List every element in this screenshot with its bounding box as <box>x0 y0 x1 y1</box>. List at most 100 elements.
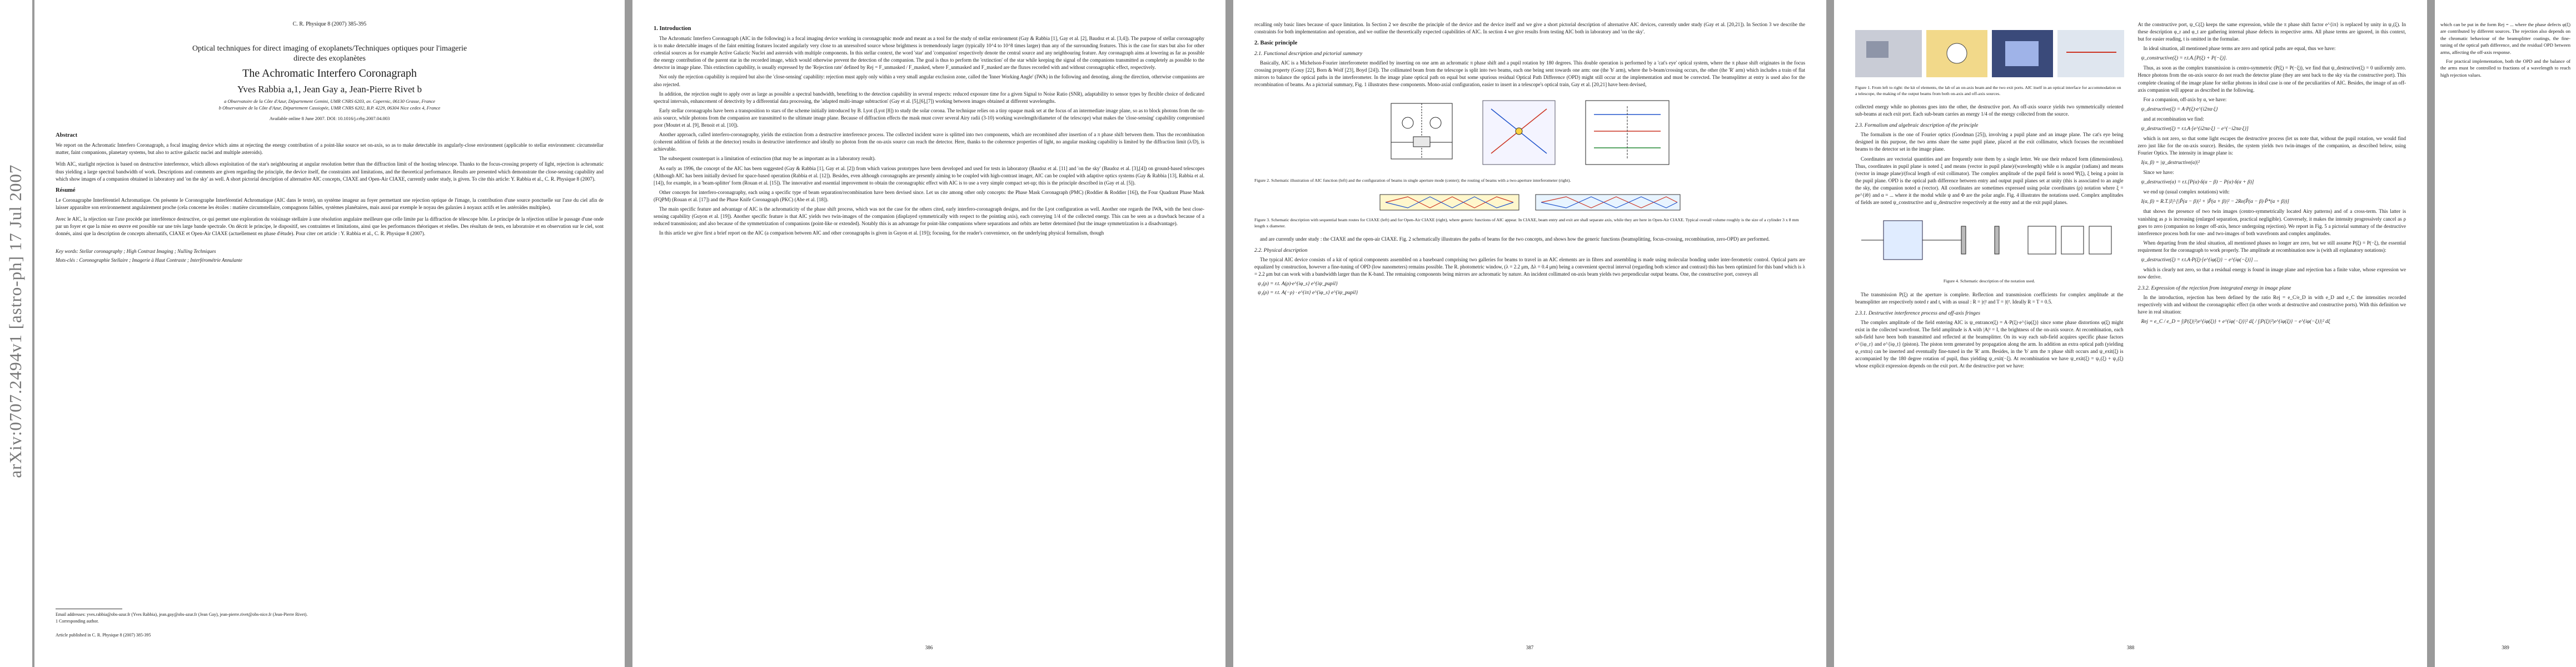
subsection-heading: 2.3.2. Expression of the rejection from … <box>2137 285 2291 292</box>
subsection-heading: 2.2. Physical description <box>1254 247 1308 254</box>
figure-2-caption: Figure 2. Schematic illustration of AIC … <box>1254 177 1571 183</box>
subsection-heading: 2.3. Formalism and algebraic description… <box>1855 122 1979 129</box>
issue-title: Optical techniques for direct imaging of… <box>192 44 467 63</box>
exit-pupil-plane <box>1961 226 1966 255</box>
image-plane-panel <box>2089 226 2112 255</box>
body-paragraph: Basically, AIC is a Michelson-Fourier in… <box>1254 60 1805 88</box>
body-paragraph: When departing from the ideal situation,… <box>2137 240 2406 253</box>
body-paragraph: The formalism is the one of Fourier opti… <box>1855 132 2124 152</box>
aic-block <box>1883 220 1923 260</box>
body-paragraph: In addition, the rejection ought to appl… <box>654 91 1204 104</box>
body-paragraph: Coordinates are vectorial quantities and… <box>1855 156 2124 206</box>
figure-4-caption: Figure 4. Schematic description of the n… <box>1943 278 2035 284</box>
equation: ψ₁(ρ) = r.t. A(ρ)·e^{iφ_s} e^{iψ_pupil} <box>1258 281 1338 287</box>
body-paragraph: In the introduction, rejection has been … <box>2137 295 2406 315</box>
body-paragraph: For a companion, off-axis by α, we have: <box>2143 96 2227 102</box>
body-paragraph: As early as 1996, the concept of the AIC… <box>654 165 1204 186</box>
body-paragraph: we end up (usual complex notations) with… <box>2143 189 2230 195</box>
figure-2-aic-schematic <box>1391 100 1669 165</box>
body-paragraph: and are currently under study : the CIAX… <box>1260 236 1770 242</box>
page-number: 388 <box>2126 645 2135 650</box>
body-paragraph: Another approach, called interfero-coron… <box>654 132 1204 152</box>
body-paragraph: that shows the presence of two twin imag… <box>2137 208 2406 236</box>
section-heading: 1. Introduction <box>654 26 691 32</box>
abstract-heading: Abstract <box>56 132 78 139</box>
body-paragraph: The main specific feature and advantage … <box>654 206 1204 227</box>
body-paragraph: Other concepts for interfero-coronagraph… <box>654 189 1204 202</box>
resume-heading: Résumé <box>56 187 76 193</box>
column-left: Figure 1. From left to right: the kit of… <box>1855 21 2124 372</box>
body-paragraph: Thus, as soon as the complex transmissio… <box>2137 65 2406 93</box>
body-paragraph: which can be put in the form Rej = ... w… <box>2440 22 2570 55</box>
arxiv-identifier: arXiv:0707.2494v1 [astro-ph] 17 Jul 2007 <box>6 164 25 478</box>
body-paragraph: Early stellar coronagraphs have been a t… <box>654 107 1204 128</box>
equation: ψ_destructive(ξ) = r.t.A·P(ξ)·[e^{iφ(ξ)}… <box>2141 257 2259 263</box>
equation: I(α, β) = R.T.|I|²·[|P̃(α − β)|² + |P̃(α… <box>2141 199 2289 205</box>
body-paragraph: In this article we give first a brief re… <box>659 230 1104 236</box>
page-number: 386 <box>925 645 933 650</box>
footnote-citation: Article published in C. R. Physique 8 (2… <box>56 632 151 638</box>
resume-paragraph: Avec le AIC, la réjection sur l'axe proc… <box>56 216 604 236</box>
body-paragraph: The subsequent counterpart is a limitati… <box>659 156 876 162</box>
ciaxe-diagram <box>1379 194 1519 211</box>
figure-1-caption: Figure 1. From left to right: the kit of… <box>1855 85 2121 96</box>
author-list: Yves Rabbia a,1, Jean Gay a, Jean-Pierre… <box>237 84 422 95</box>
equation: ψ_destructive(ξ) = r.t.A·[e^{i2πα·ξ} − e… <box>2141 126 2249 132</box>
section-heading: 2. Basic principle <box>1254 40 1298 47</box>
footnote-emails: Email addresses: yves.rabbia@obs-azur.fr… <box>56 612 308 618</box>
journal-header: C. R. Physique 8 (2007) 385-395 <box>292 21 367 27</box>
equation: ψ_destructive(α) = r.t.[P(α)·δ(α − β) − … <box>2141 180 2254 186</box>
body-paragraph: which is not zero, so that some light es… <box>2137 135 2406 156</box>
paper-page-2: 1. Introduction The Achromatic Interfero… <box>632 0 1225 667</box>
arxiv-sidebar: arXiv:0707.2494v1 [astro-ph] 17 Jul 2007 <box>0 0 32 667</box>
subsection-heading: 2.1. Functional description and pictoria… <box>1254 51 1363 57</box>
single-aperture-beams <box>1482 100 1555 165</box>
paper-page-5-partial: which can be put in the form Rej = ... w… <box>2435 0 2576 667</box>
affiliation-b: b Observatoire de la Côte d'Azur, Départ… <box>218 104 441 111</box>
body-paragraph: recalling only basic lines because of sp… <box>1254 22 1805 35</box>
body-paragraph: Since we have: <box>2143 170 2174 176</box>
resume-paragraph: Le Coronagraphe Interférentiel Achromati… <box>56 197 604 210</box>
equation: ψ_constructive(ξ) = r.t.A.[P(ξ) + P(−ξ)]… <box>2141 56 2228 62</box>
paper-page-4: Figure 1. From left to right: the kit of… <box>1834 0 2427 667</box>
body-paragraph: collected energy while no photons goes i… <box>1855 104 2124 117</box>
aic-function-diagram <box>1391 103 1452 160</box>
figure-3-ciaxe-schematic <box>1379 194 1680 211</box>
column-right: At the constructive port, ψ_C(ξ) keeps t… <box>2138 21 2406 372</box>
footnotes: Email addresses: yves.rabbia@obs-azur.fr… <box>56 609 604 638</box>
body-paragraph: In ideal situation, all mentioned phase … <box>2143 46 2336 52</box>
image-plane-detector <box>1994 226 2000 255</box>
paper-page-1: C. R. Physique 8 (2007) 385-395 Optical … <box>34 0 625 667</box>
pupil-plane-panel <box>2061 226 2084 255</box>
body-paragraph: The Achromatic Interfero Coronagraph (AI… <box>654 36 1204 71</box>
figure-4-notation-diagram <box>1861 220 2112 260</box>
figure-1-aic-photos <box>1855 30 2124 77</box>
figure-3-caption: Figure 3. Schematic description with seq… <box>1254 217 1799 228</box>
body-paragraph: The typical AIC device consists of a kit… <box>1254 257 1805 277</box>
two-aperture-routing <box>1585 100 1669 165</box>
body-paragraph: which is clearly not zero, so that a res… <box>2137 266 2406 280</box>
subsection-heading: 2.3.1. Destructive interference process … <box>1855 310 1980 316</box>
abstract-paragraph: With AIC, starlight rejection is based o… <box>56 161 604 182</box>
equation: Rej = e_C / e_D = ∫|P(ξ)|²|e^{iφ(ξ)} + e… <box>2141 319 2330 325</box>
body-paragraph: At the constructive port, ψ_C(ξ) keeps t… <box>2137 22 2406 42</box>
page-number: 389 <box>2502 645 2509 650</box>
open-air-ciaxe-diagram <box>1535 194 1680 211</box>
body-paragraph: The complex amplitude of the field enter… <box>1855 319 2124 369</box>
keywords: Key words: Stellar coronagraphy ; High C… <box>56 248 216 254</box>
body-paragraph: and at recombination we find: <box>2143 116 2204 122</box>
affiliation-a: a Observatoire de la Côte d'Azur, Départ… <box>224 98 435 104</box>
equation: ψ_destructive(ξ) = A·P(ξ)·e^{i2πα·ξ} <box>2141 106 2218 112</box>
paper-title: The Achromatic Interfero Coronagraph <box>242 67 417 80</box>
mots-cles: Mots-clés : Coronographie Stellaire ; Im… <box>56 257 243 263</box>
body-paragraph: Not only the rejection capability is req… <box>654 74 1204 87</box>
footnote-corresponding: 1 Corresponding author. <box>56 618 99 624</box>
abstract-paragraph: We report on the Achromatic Interfero Co… <box>56 142 604 156</box>
page-number: 387 <box>1526 645 1534 650</box>
publication-dates: Available online 8 June 2007. DOI: 10.10… <box>269 116 390 122</box>
sky-panel <box>2027 226 2056 255</box>
photo-telescope-interface <box>2057 30 2124 77</box>
equation: ψ₂(ρ) = r.t. A(−ρ) · e^{iπ} e^{iφ_s} e^{… <box>1258 290 1358 296</box>
body-paragraph: The transmission P(ξ) at the aperture is… <box>1855 291 2124 305</box>
body-paragraph: For practical implementation, both the O… <box>2440 58 2570 78</box>
